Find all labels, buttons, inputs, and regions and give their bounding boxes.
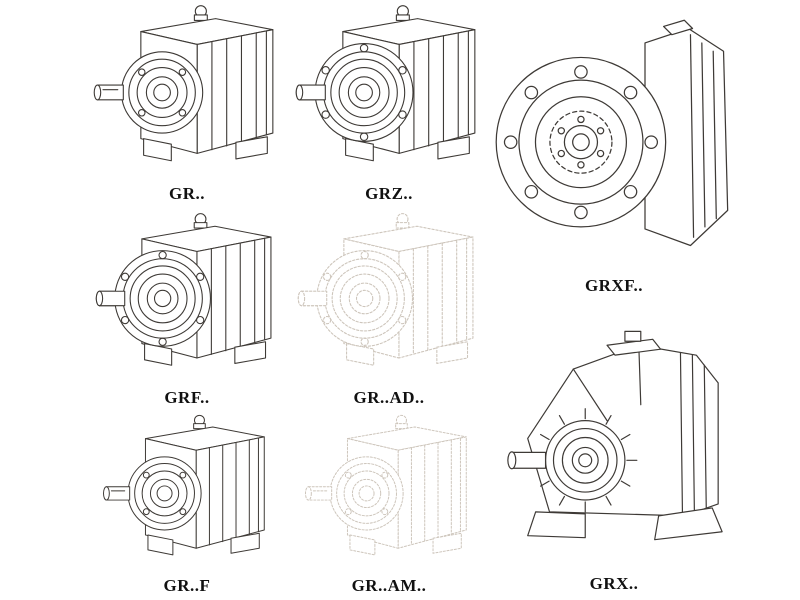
figure-label-gr: GR.. [169, 184, 205, 203]
figure-grxf: GRXF.. [490, 0, 738, 298]
figure-label-grad: GR..AD.. [353, 388, 425, 407]
gear-reducer-drawing-grx [490, 300, 738, 572]
figure-gram: GR..AM.. [288, 412, 490, 598]
gear-reducer-drawing-gram-ghost [288, 412, 490, 574]
figure-label-grxf: GRXF.. [584, 276, 644, 295]
gear-reducer-drawing-grf [86, 210, 288, 386]
gear-reducer-drawing-gr-f [86, 412, 288, 574]
figure-gr: GR.. [86, 2, 288, 206]
figure-label-gr-f: GR..F [163, 576, 211, 595]
gear-reducer-drawing-gr [86, 2, 288, 182]
figure-label-grf: GRF.. [164, 388, 210, 407]
figure-grx: GRX.. [490, 300, 738, 596]
figure-label-grz: GRZ.. [365, 184, 413, 203]
figure-grad: GR..AD.. [288, 210, 490, 410]
figure-grf: GRF.. [86, 210, 288, 410]
gear-reducer-drawing-grxf [490, 0, 738, 274]
gear-reducer-drawing-grz [288, 2, 490, 182]
figure-label-grx: GRX.. [589, 574, 639, 593]
gear-reducer-drawing-grad-ghost [288, 210, 490, 386]
figure-grz: GRZ.. [288, 2, 490, 206]
figure-label-gram: GR..AM.. [351, 576, 427, 595]
figure-grf-foot: GR..F [86, 412, 288, 598]
